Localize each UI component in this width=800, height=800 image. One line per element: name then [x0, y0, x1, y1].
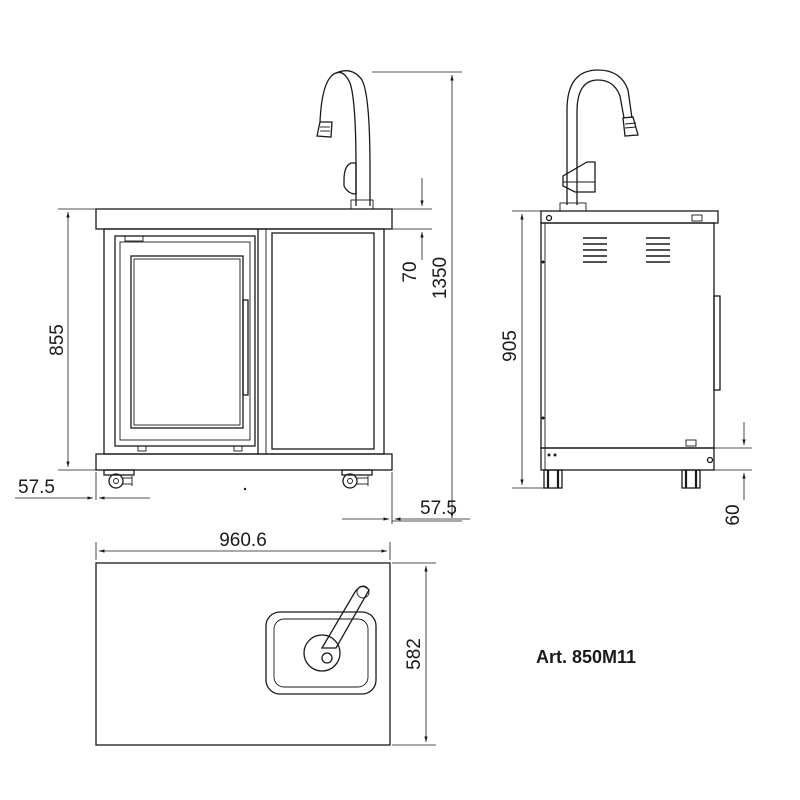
- fridge-frame: [114, 235, 256, 447]
- dim-57-5-right: 57.5: [342, 472, 470, 524]
- side-door-edge: [713, 295, 721, 391]
- sink-drain: [303, 634, 341, 672]
- side-view: [540, 69, 721, 489]
- dim-582: 582: [392, 562, 436, 746]
- dim-855-text: 855: [47, 324, 68, 356]
- side-base: [540, 447, 715, 471]
- dim-57-5-right-text: 57.5: [420, 498, 457, 519]
- dim-905-text: 905: [500, 330, 521, 362]
- side-countertop: [540, 210, 719, 224]
- top-countertop-outline: [95, 562, 391, 746]
- side-faucet: [559, 69, 639, 212]
- side-cabinet-body: [540, 222, 715, 449]
- fridge-glass-door: [130, 255, 244, 429]
- dim-1350-text: 1350: [430, 257, 451, 299]
- front-view: [95, 70, 393, 491]
- dim-905: 905: [500, 210, 544, 489]
- top-faucet-arm: [320, 585, 370, 649]
- dim-70-text: 70: [400, 261, 421, 282]
- front-cabinet-body: [103, 228, 385, 455]
- dim-57-5-left-text: 57.5: [18, 477, 55, 498]
- side-vents: [583, 237, 670, 263]
- dim-60-text: 60: [723, 504, 744, 525]
- side-wheel-left: [543, 469, 563, 489]
- top-view: [95, 562, 391, 746]
- front-caster-right: [341, 469, 373, 489]
- article-label: Art. 850M11: [536, 647, 636, 667]
- sink-outer: [265, 611, 377, 695]
- dim-1350: 1350: [372, 71, 462, 522]
- fridge-handle: [242, 299, 249, 396]
- side-wheel-right: [681, 469, 701, 489]
- front-bottom-rail: [95, 453, 393, 471]
- dim-855: 855: [47, 208, 96, 471]
- dim-960-6: 960.6: [95, 530, 391, 560]
- dim-960-6-text: 960.6: [219, 530, 267, 551]
- front-caster-left: [103, 469, 135, 489]
- front-right-door: [271, 232, 375, 450]
- front-countertop: [95, 208, 393, 230]
- dim-70: 70: [392, 178, 432, 283]
- dim-57-5-left: 57.5: [15, 472, 150, 500]
- front-faucet: [316, 70, 374, 210]
- dim-60: 60: [700, 422, 752, 526]
- dim-582-text: 582: [404, 638, 425, 670]
- sink-inner: [273, 618, 369, 688]
